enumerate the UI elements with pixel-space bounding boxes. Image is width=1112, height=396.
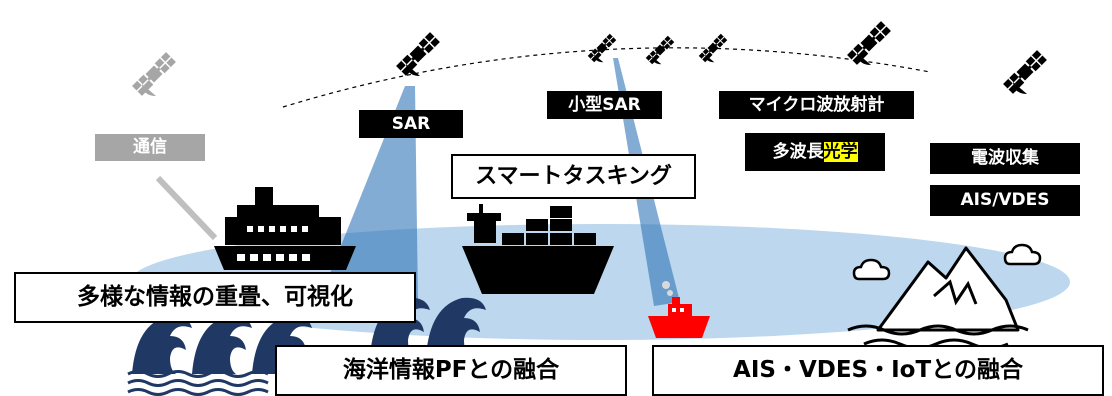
small-boat-icon — [648, 281, 710, 338]
satellite-icon — [645, 35, 675, 65]
microwave-radiometer-label: マイクロ波放射計 — [719, 91, 914, 119]
satellite-icon — [131, 51, 177, 97]
optical-highlight: 光学 — [823, 142, 858, 162]
ocean-pf-fusion-box: 海洋情報PFとの融合 — [275, 345, 627, 396]
info-overlay-box: 多様な情報の重畳、可視化 — [14, 272, 416, 323]
satellite-icon — [1002, 49, 1048, 95]
satellite-icon — [395, 31, 441, 77]
comm-satellite-label: 通信 — [95, 134, 205, 161]
cruise-ship-icon — [214, 187, 356, 270]
sar-satellite-label: SAR — [359, 110, 463, 138]
satellite-icon — [587, 33, 617, 63]
multiband-label-main: 多波長 — [772, 142, 824, 162]
small-sar-satellite-label: 小型SAR — [547, 91, 662, 119]
orbit-line — [282, 47, 931, 108]
satellite-icon — [846, 20, 892, 66]
cargo-ship-icon — [462, 204, 614, 294]
comm-link-line — [155, 175, 218, 241]
multiband-optical-label: 多波長光学 — [745, 133, 885, 171]
ais-iot-fusion-box: AIS・VDES・IoTとの融合 — [652, 345, 1104, 396]
cloud-icon — [1003, 243, 1042, 266]
ais-vdes-label: AIS/VDES — [930, 185, 1080, 216]
radio-collection-label: 電波収集 — [930, 143, 1080, 174]
wave-icon — [127, 297, 486, 396]
smart-tasking-box: スマートタスキング — [451, 154, 696, 199]
